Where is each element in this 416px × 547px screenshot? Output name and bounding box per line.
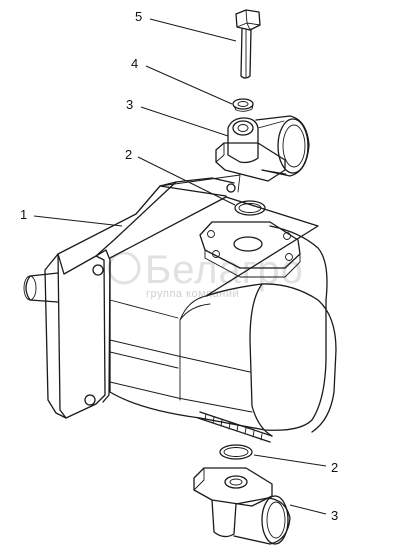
lower-flange-part-3 [193,467,291,545]
callout-3-upper: 3 [126,97,133,112]
washer-part-4 [232,98,254,112]
callout-3-lower: 3 [331,508,338,523]
upper-flange-part-3 [215,115,310,182]
leader-lines [33,18,327,515]
callout-4: 4 [131,56,138,71]
pump-body-part-1 [23,174,337,443]
callout-2-upper: 2 [125,147,132,162]
watermark-subtitle: группа компаний [146,288,239,300]
bolt-part-5 [235,9,261,79]
callout-2-lower: 2 [331,460,338,475]
lower-o-ring-part-2 [219,444,253,460]
callout-labels: 5 4 3 2 1 2 3 [20,9,338,523]
callout-1: 1 [20,207,27,222]
callout-5: 5 [135,9,142,24]
watermark: Белагро группа компаний [107,248,303,300]
